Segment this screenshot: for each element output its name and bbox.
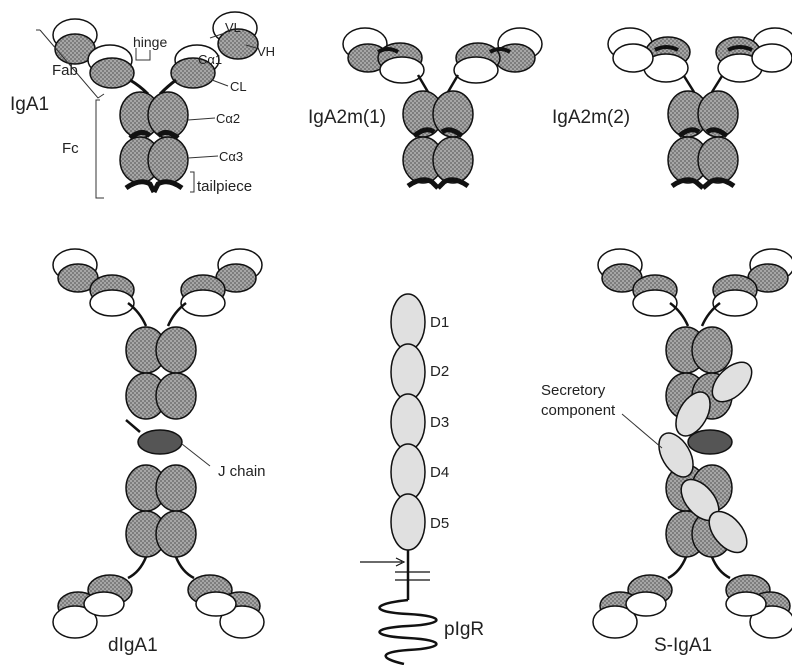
ca3-label: Cα3	[219, 150, 243, 163]
iga2m2-title: IgA2m(2)	[552, 108, 630, 127]
pigr-domain-d3: D3	[430, 415, 449, 430]
iga1-title: IgA1	[10, 95, 49, 114]
digA1-molecule	[53, 249, 264, 638]
fab-label: Fab	[52, 63, 78, 78]
ca2-label: Cα2	[216, 112, 240, 125]
pigr-molecule	[360, 294, 437, 664]
pigr-domain-d4: D4	[430, 465, 449, 480]
pigr-domain-d5: D5	[430, 516, 449, 531]
ca1-label: Cα1	[198, 53, 222, 66]
iga2m1-title: IgA2m(1)	[308, 108, 386, 127]
vl-label: VL	[225, 21, 241, 34]
iga2m2-molecule	[608, 28, 792, 188]
hinge-label: hinge	[133, 35, 167, 49]
cl-label: CL	[230, 80, 247, 93]
digA1-title: dIgA1	[108, 636, 158, 655]
sigA1-molecule	[593, 249, 792, 638]
secretory-label-line2: component	[541, 403, 615, 418]
vh-label: VH	[257, 45, 275, 58]
secretory-label-line1: Secretory	[541, 383, 605, 398]
pigr-domain-d1: D1	[430, 315, 449, 330]
tailpiece-label: tailpiece	[197, 179, 252, 194]
fc-label: Fc	[62, 141, 79, 156]
j-chain-label: J chain	[218, 464, 266, 479]
pigr-domain-d2: D2	[430, 364, 449, 379]
sigA1-title: S-IgA1	[654, 636, 712, 655]
pigr-title: pIgR	[444, 620, 484, 639]
